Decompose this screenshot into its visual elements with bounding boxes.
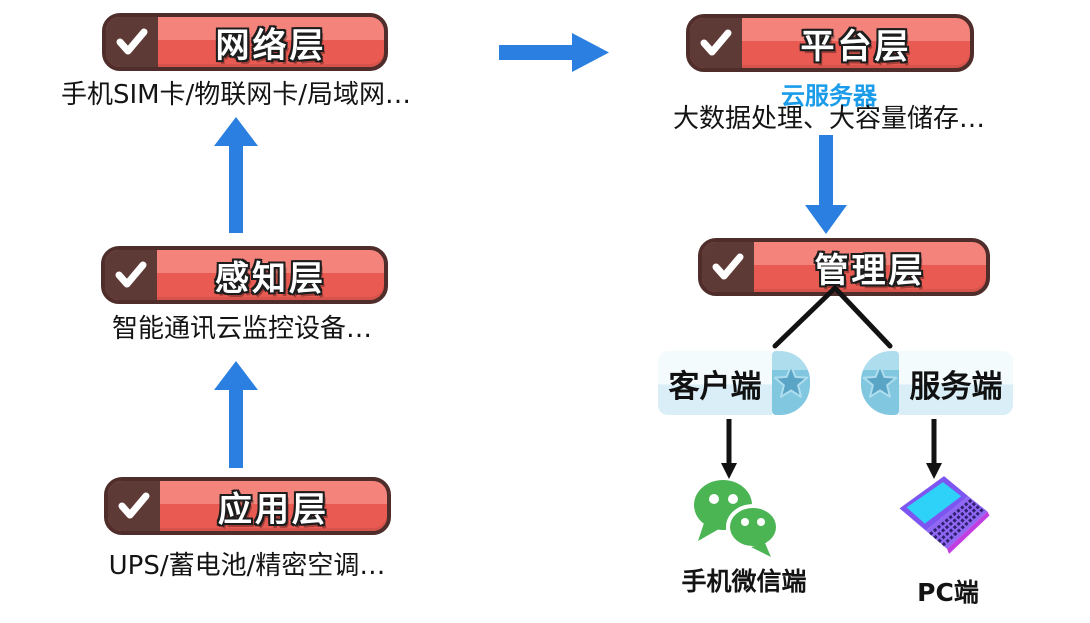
connector-v-lines — [772, 285, 893, 349]
caption-platform: 大数据处理、大容量储存… — [672, 104, 985, 134]
badge-label: 管理层 — [814, 250, 926, 291]
caption-application: UPS/蓄电池/精密空调… — [108, 551, 386, 581]
arrow-up-icon — [214, 361, 258, 468]
check-icon — [108, 481, 160, 531]
laptop-icon — [899, 476, 990, 554]
cloud-server-tag: 云服务器 — [781, 82, 877, 110]
badge-label: 网络层 — [215, 25, 327, 66]
arrow-right-icon — [499, 33, 609, 72]
check-icon — [702, 242, 754, 292]
layer-badge-network: 网络层 — [102, 13, 388, 71]
tag-label: 客户端 — [658, 351, 772, 415]
tag-server: 服务端 — [861, 351, 1013, 415]
badge-label: 应用层 — [218, 489, 329, 530]
caption-perception: 智能通讯云监控设备… — [111, 314, 372, 344]
check-icon — [690, 18, 742, 68]
pc-label: PC端 — [917, 578, 979, 607]
layer-badge-perception: 感知层 — [101, 246, 388, 304]
stub-arrow-client — [721, 419, 737, 479]
layer-badge-management: 管理层 — [698, 238, 990, 296]
badge-label: 平台层 — [800, 26, 912, 67]
arrow-up-icon — [214, 117, 258, 233]
star-icon — [861, 351, 899, 415]
layer-badge-application: 应用层 — [104, 477, 391, 535]
star-icon — [772, 351, 810, 415]
wechat-label: 手机微信端 — [681, 567, 807, 596]
tag-label: 服务端 — [899, 351, 1013, 415]
wechat-icon — [694, 480, 780, 557]
caption-network: 手机SIM卡/物联网卡/局域网… — [60, 80, 412, 110]
stub-arrow-server — [926, 419, 942, 479]
badge-label: 感知层 — [215, 258, 326, 299]
check-icon — [106, 17, 158, 67]
arrow-down-icon — [805, 135, 847, 234]
layer-badge-platform: 平台层 — [686, 14, 974, 72]
check-icon — [105, 250, 157, 300]
tag-client: 客户端 — [658, 351, 810, 415]
